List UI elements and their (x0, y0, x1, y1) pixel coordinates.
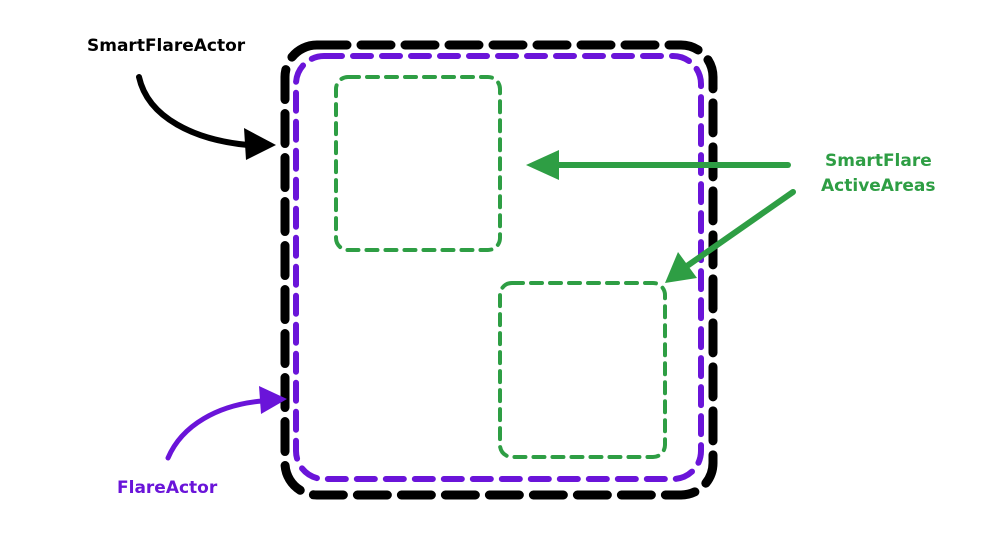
active-areas-label-line1: SmartFlare (825, 151, 932, 171)
active-area-bottom-right (498, 281, 667, 459)
active-area-arrow-bottom (665, 189, 796, 283)
flare-actor-label: FlareActor (117, 478, 218, 498)
smart-flare-active-areas-label: SmartFlare ActiveAreas (821, 151, 938, 196)
flare-actor-arrow (165, 386, 287, 461)
active-area-top-left (334, 75, 502, 252)
active-area-arrow-top (526, 150, 791, 180)
active-areas-label-line2: ActiveAreas (821, 176, 935, 196)
flare-actor-box (293, 53, 704, 482)
smart-flare-actor-box (280, 40, 718, 500)
smart-flare-actor-arrow (136, 74, 276, 160)
smart-flare-actor-label: SmartFlareActor (87, 36, 246, 56)
